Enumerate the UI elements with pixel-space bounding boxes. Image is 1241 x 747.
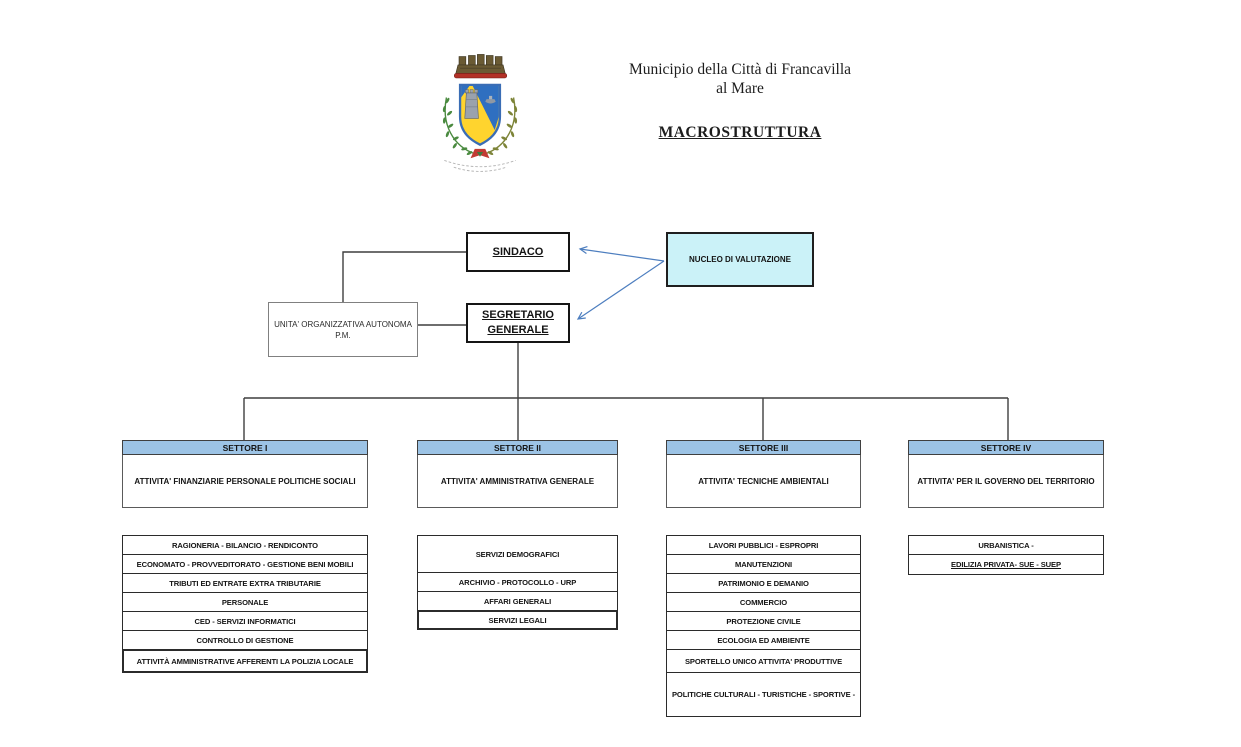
org-unit-row: ATTIVITÀ AMMINISTRATIVE AFFERENTI LA POL… <box>122 649 368 673</box>
sector-1-header: SETTORE I <box>122 440 368 455</box>
org-unit-row: ARCHIVIO - PROTOCOLLO - URP <box>417 572 618 592</box>
org-unit-row: PROTEZIONE CIVILE <box>666 611 861 631</box>
org-unit-row: SERVIZI LEGALI <box>417 610 618 630</box>
page-title: Municipio della Città di Francavilla al … <box>545 60 935 98</box>
org-unit-row: CED - SERVIZI INFORMATICI <box>122 611 368 631</box>
org-unit-row: SERVIZI DEMOGRAFICI <box>417 535 618 573</box>
org-unit-row: PATRIMONIO E DEMANIO <box>666 573 861 593</box>
segretario-label-line1: SEGRETARIO <box>482 309 554 321</box>
sector-3-title: ATTIVITA' TECNICHE AMBIENTALI <box>666 455 861 508</box>
org-unit-row: PERSONALE <box>122 592 368 612</box>
nucleo-to-sindaco-arrow <box>578 245 665 262</box>
shield-icon <box>458 83 502 146</box>
sector-2-header: SETTORE II <box>417 440 618 455</box>
page-subtitle: MACROSTRUTTURA <box>658 124 822 141</box>
org-unit-row: AFFARI GENERALI <box>417 591 618 611</box>
title-line-1: Municipio della Città di Francavilla <box>628 61 852 78</box>
sector-4-unit-list: URBANISTICA -EDILIZIA PRIVATA- SUE - SUE… <box>908 535 1104 575</box>
org-unit-row: RAGIONERIA - BILANCIO - RENDICONTO <box>122 535 368 555</box>
org-unit-row: COMMERCIO <box>666 592 861 612</box>
sector-1-title: ATTIVITA' FINANZIARIE PERSONALE POLITICH… <box>122 455 368 508</box>
unita-label-line2: P.M. <box>335 330 351 340</box>
mural-crown-icon <box>454 54 508 79</box>
org-unit-row: ECOLOGIA ED AMBIENTE <box>666 630 861 650</box>
sector-4-box: SETTORE IV ATTIVITA' PER IL GOVERNO DEL … <box>908 440 1104 508</box>
ribbon-icon <box>470 148 490 159</box>
segretario-label-line2: GENERALE <box>487 324 549 336</box>
sector-2-box: SETTORE II ATTIVITA' AMMINISTRATIVA GENE… <box>417 440 618 508</box>
sindaco-label: SINDACO <box>492 246 544 258</box>
title-line-2: al Mare <box>716 80 764 97</box>
sindaco-box: SINDACO <box>466 232 570 272</box>
sector-4-header: SETTORE IV <box>908 440 1104 455</box>
org-unit-row: CONTROLLO DI GESTIONE <box>122 630 368 650</box>
sector-3-header: SETTORE III <box>666 440 861 455</box>
org-unit-row: TRIBUTI ED ENTRATE EXTRA TRIBUTARIE <box>122 573 368 593</box>
org-unit-row: ECONOMATO - PROVVEDITORATO - GESTIONE BE… <box>122 554 368 574</box>
segretario-generale-box: SEGRETARIO GENERALE <box>466 303 570 343</box>
org-unit-row: POLITICHE CULTURALI - TURISTICHE - SPORT… <box>666 672 861 717</box>
org-unit-row: URBANISTICA - <box>908 535 1104 555</box>
org-unit-row: MANUTENZIONI <box>666 554 861 574</box>
ship-icon <box>485 95 496 104</box>
tower-icon <box>464 89 479 119</box>
coat-of-arms <box>442 54 518 172</box>
unita-label-line1: UNITA' ORGANIZZATIVA AUTONOMA <box>274 319 412 329</box>
org-unit-row: EDILIZIA PRIVATA- SUE - SUEP <box>908 554 1104 575</box>
sector-4-title: ATTIVITA' PER IL GOVERNO DEL TERRITORIO <box>908 455 1104 508</box>
org-unit-row: LAVORI PUBBLICI - ESPROPRI <box>666 535 861 555</box>
sector-2-title: ATTIVITA' AMMINISTRATIVA GENERALE <box>417 455 618 508</box>
laurel-branches <box>442 97 518 156</box>
motto-scroll <box>444 159 516 172</box>
nucleo-to-segretario-arrow <box>576 260 665 320</box>
sector-1-box: SETTORE I ATTIVITA' FINANZIARIE PERSONAL… <box>122 440 368 508</box>
org-unit-row: SPORTELLO UNICO ATTIVITA' PRODUTTIVE <box>666 649 861 673</box>
nucleo-label: NUCLEO DI VALUTAZIONE <box>689 255 791 264</box>
unita-organizzativa-autonoma-box: UNITA' ORGANIZZATIVA AUTONOMA P.M. <box>268 302 418 357</box>
nucleo-di-valutazione-box: NUCLEO DI VALUTAZIONE <box>666 232 814 287</box>
sector-3-box: SETTORE III ATTIVITA' TECNICHE AMBIENTAL… <box>666 440 861 508</box>
